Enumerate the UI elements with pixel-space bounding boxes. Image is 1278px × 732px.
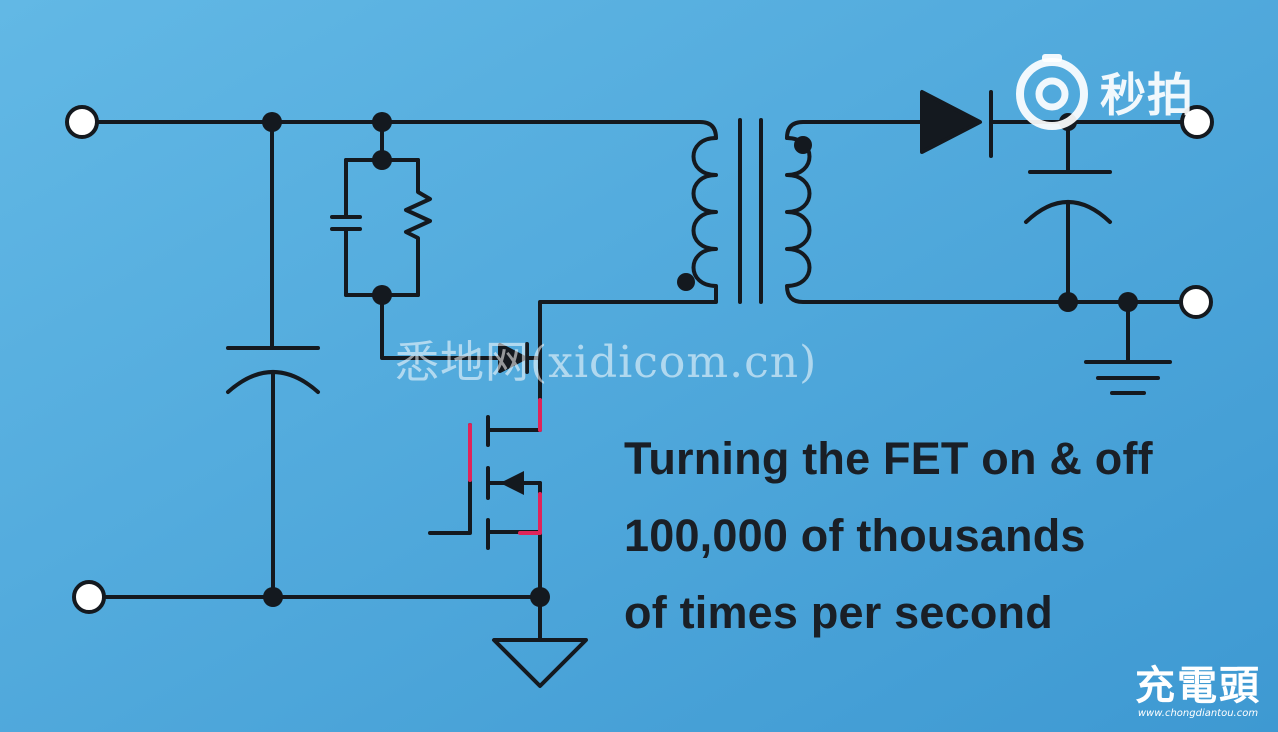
output-terminal-top (1180, 105, 1214, 139)
bottom-right-watermark: 充電頭 www.chongdiantou.com (1124, 664, 1272, 720)
caption-line-2: 100,000 of thousands (624, 510, 1086, 561)
caption: Turning the FET on & off 100,000 of thou… (624, 420, 1264, 651)
input-terminal-top (65, 105, 99, 139)
junction-dots (262, 112, 1138, 607)
junction-dot (372, 112, 392, 132)
output-terminal-bottom (1179, 285, 1213, 319)
input-terminal-bottom (72, 580, 106, 614)
camera-logo-icon (1016, 54, 1088, 130)
snubber-diode (498, 342, 542, 374)
junction-dot (372, 285, 392, 305)
bulk-capacitor (226, 120, 320, 599)
bottom-right-watermark-title: 充電頭 (1135, 663, 1261, 709)
primary-winding (538, 136, 718, 402)
junction-dot (1058, 292, 1078, 312)
top-right-watermark: 秒拍 (1012, 52, 1194, 132)
mosfet-body-arrow (500, 471, 524, 495)
secondary-polarity-dot (794, 136, 812, 154)
junction-dot (263, 587, 283, 607)
secondary-winding (785, 120, 1182, 304)
primary-polarity-dot (677, 273, 695, 291)
bottom-right-watermark-url: www.chongdiantou.com (1137, 708, 1259, 719)
top-rail-wire (95, 120, 718, 140)
junction-dot (372, 150, 392, 170)
top-right-watermark-text: 秒拍 (1100, 68, 1194, 122)
junction-dot (530, 587, 550, 607)
caption-line-3: of times per second (624, 587, 1053, 638)
center-watermark: 悉地网(xidicom.cn) (395, 337, 818, 388)
junction-dot (262, 112, 282, 132)
current-path-highlight (468, 398, 542, 535)
junction-dot (1118, 292, 1138, 312)
output-diode (920, 90, 1183, 158)
caption-line-1: Turning the FET on & off (624, 433, 1153, 484)
